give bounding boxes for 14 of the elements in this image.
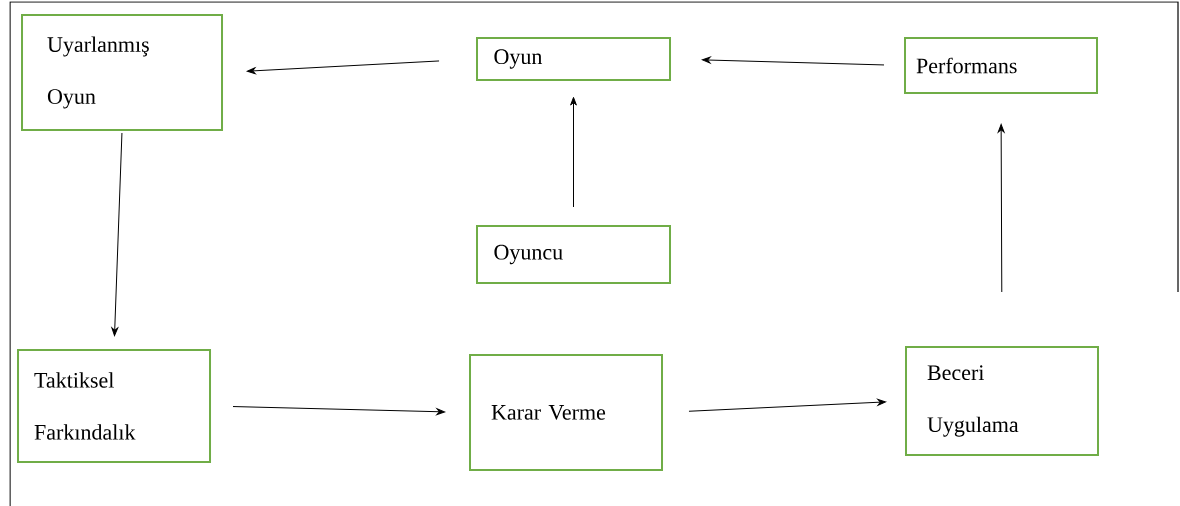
process-box: Oyuncu — [476, 225, 671, 284]
process-box: Uyarlanmış Oyun — [21, 14, 223, 131]
arrow — [246, 60, 440, 75]
arrow — [111, 132, 123, 337]
arrow — [232, 406, 446, 416]
arrow — [701, 56, 885, 66]
arrow — [570, 96, 577, 208]
arrow — [997, 123, 1005, 293]
process-box: Taktiksel Farkındalık — [17, 349, 211, 463]
process-box: Beceri Uygulama — [905, 346, 1099, 456]
process-box: Oyun — [476, 37, 671, 81]
process-box: Karar Verme — [469, 354, 663, 471]
process-box: Performans — [904, 37, 1098, 94]
arrow — [688, 398, 887, 412]
